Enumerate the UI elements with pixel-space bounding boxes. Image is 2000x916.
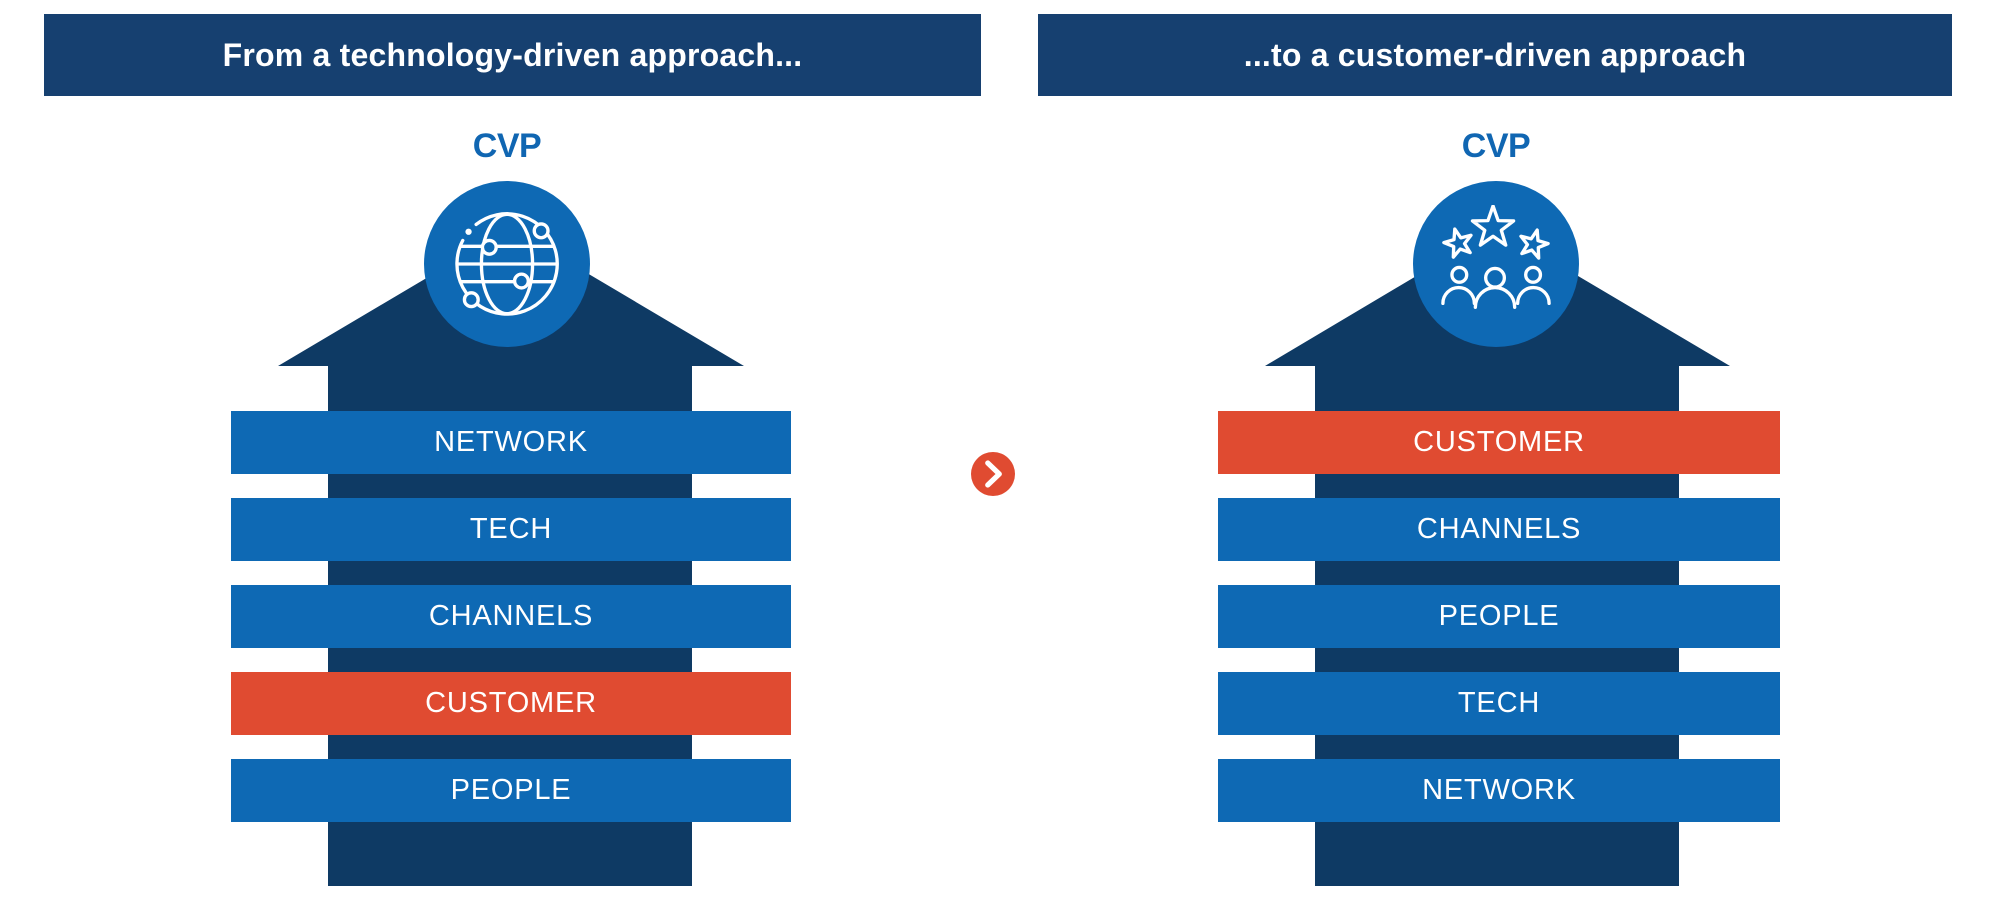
right-cvp-label: CVP	[1461, 127, 1531, 165]
bar-label: PEOPLE	[1438, 600, 1560, 632]
right-bar-tech: TECH	[1218, 672, 1780, 735]
globe-network-icon	[455, 212, 559, 316]
bar-label: CHANNELS	[1416, 513, 1582, 545]
bar-label: TECH	[1457, 687, 1541, 719]
left-bar-people: PEOPLE	[231, 759, 791, 822]
customer-rating-people-icon	[1441, 205, 1551, 309]
bar-label: TECH	[469, 513, 553, 545]
bar-label: NETWORK	[1422, 774, 1576, 806]
left-bar-customer: CUSTOMER	[231, 672, 791, 735]
bar-label: CUSTOMER	[425, 687, 597, 719]
left-bar-tech: TECH	[231, 498, 791, 561]
left-cvp-circle	[424, 181, 590, 347]
right-panel-header-label: ...to a customer-driven approach	[1243, 36, 1747, 73]
right-cvp-circle	[1413, 181, 1579, 347]
right-panel-header: ...to a customer-driven approach	[1038, 14, 1952, 96]
chevron-right-icon	[985, 460, 1002, 488]
left-cvp-label: CVP	[472, 127, 542, 165]
right-bar-people: PEOPLE	[1218, 585, 1780, 648]
left-panel-header: From a technology-driven approach...	[44, 14, 981, 96]
transition-badge	[971, 452, 1015, 496]
bar-label: PEOPLE	[450, 774, 572, 806]
left-bar-network: NETWORK	[231, 411, 791, 474]
left-panel-header-label: From a technology-driven approach...	[222, 36, 803, 73]
right-bar-customer: CUSTOMER	[1218, 411, 1780, 474]
bar-label: CHANNELS	[428, 600, 594, 632]
right-bar-channels: CHANNELS	[1218, 498, 1780, 561]
bar-label: NETWORK	[434, 426, 588, 458]
left-bar-channels: CHANNELS	[231, 585, 791, 648]
right-bar-network: NETWORK	[1218, 759, 1780, 822]
bar-label: CUSTOMER	[1413, 426, 1585, 458]
